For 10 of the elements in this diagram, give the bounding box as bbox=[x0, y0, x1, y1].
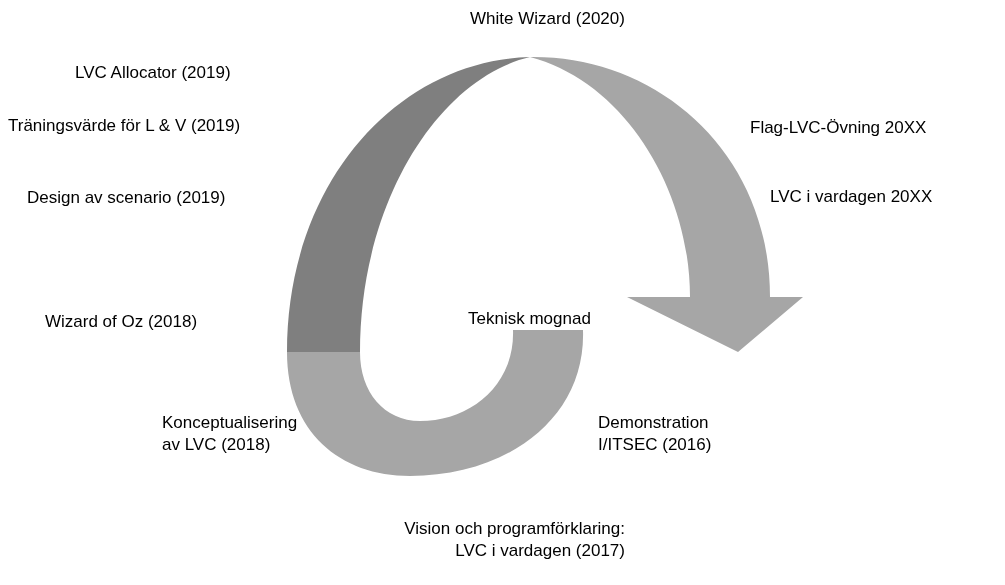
milestone-label: LVC Allocator (2019) bbox=[75, 62, 231, 84]
milestone-label: LVC i vardagen 20XX bbox=[770, 186, 933, 208]
arrow-caption: Teknisk mognad bbox=[468, 308, 591, 330]
milestone-label: Demonstration I/ITSEC (2016) bbox=[598, 412, 713, 456]
milestone-label: Flag-LVC-Övning 20XX bbox=[750, 117, 927, 139]
milestone-label: Design av scenario (2019) bbox=[27, 187, 226, 209]
milestone-label: White Wizard (2020) bbox=[470, 8, 625, 30]
milestone-label: Träningsvärde för L & V (2019) bbox=[8, 115, 241, 137]
milestone-label: Wizard of Oz (2018) bbox=[45, 311, 198, 333]
milestone-label: Vision och programförklaring: LVC i vardagen (2017) bbox=[403, 518, 625, 562]
